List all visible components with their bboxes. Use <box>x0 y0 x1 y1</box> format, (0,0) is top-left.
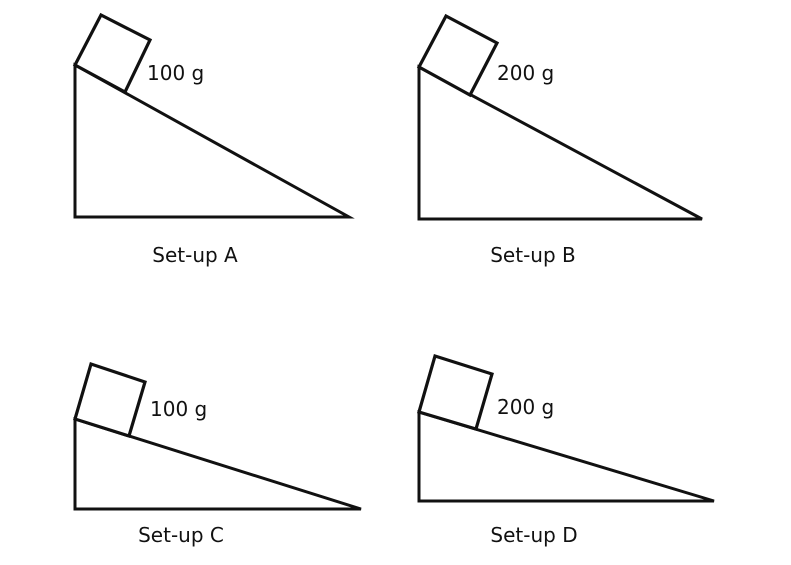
mass-label: 100 g <box>147 61 204 85</box>
mass-block <box>417 353 494 431</box>
setup-label: Set-up B <box>490 243 576 267</box>
incline-ramp <box>417 409 715 503</box>
setup-label: Set-up C <box>138 523 224 547</box>
setup-label: Set-up A <box>152 243 238 267</box>
setup-d: 200 g Set-up D <box>417 353 715 547</box>
mass-label: 100 g <box>150 397 207 421</box>
setup-a: 100 g Set-up A <box>72 12 355 267</box>
mass-label: 200 g <box>497 395 554 419</box>
mass-block <box>416 13 500 98</box>
incline-ramp <box>417 64 703 221</box>
setup-b: 200 g Set-up B <box>416 13 703 267</box>
mass-block <box>72 12 153 95</box>
setup-label: Set-up D <box>490 523 577 547</box>
incline-ramp <box>73 416 362 511</box>
incline-ramp <box>73 62 355 219</box>
mass-label: 200 g <box>497 61 554 85</box>
setup-c: 100 g Set-up C <box>73 361 362 547</box>
mass-block <box>73 361 147 439</box>
